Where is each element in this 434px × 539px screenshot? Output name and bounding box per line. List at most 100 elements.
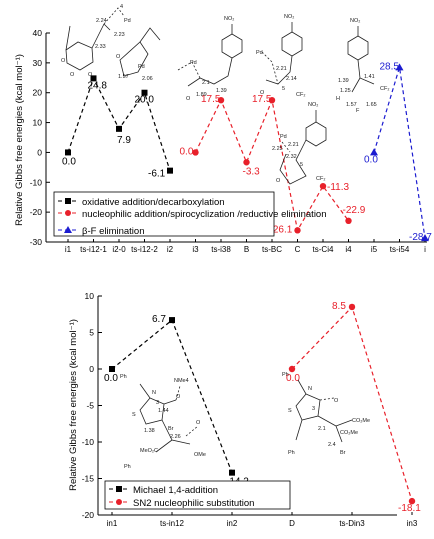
s6-d2: 1.41 bbox=[364, 74, 375, 80]
s6-d1: 1.39 bbox=[338, 78, 349, 84]
data-point bbox=[348, 303, 356, 311]
x-tick-label: i2 bbox=[167, 245, 174, 254]
x-tick-label: ts-Din3 bbox=[339, 519, 365, 528]
b-s1-o: O bbox=[176, 394, 181, 400]
y-tick-label: 30 bbox=[33, 58, 43, 68]
b-s1-ph1: Ph bbox=[120, 374, 127, 380]
s4-cf2: CF₂ bbox=[296, 92, 305, 98]
series-line bbox=[373, 67, 426, 239]
s6-h: H bbox=[336, 96, 340, 102]
s4-o: O bbox=[260, 90, 265, 96]
b-s1-ome: OMe bbox=[194, 452, 206, 458]
s4-d2: 2.14 bbox=[286, 76, 297, 82]
s1-d2: 2.23 bbox=[114, 32, 125, 38]
b-legend-marker-1 bbox=[116, 499, 122, 505]
x-tick-label: ts-i12-2 bbox=[131, 245, 158, 254]
data-label: -22.9 bbox=[343, 205, 366, 216]
series-line bbox=[67, 76, 171, 171]
y-tick-label: 0 bbox=[37, 147, 42, 157]
s5-cf2: CF₂ bbox=[316, 176, 325, 182]
data-point bbox=[319, 182, 327, 190]
b-s2-num: 3 bbox=[312, 406, 315, 412]
s6-no2: NO₂ bbox=[350, 18, 360, 24]
s4-no2: NO₂ bbox=[284, 14, 294, 20]
legend-marker-0 bbox=[65, 198, 71, 204]
y-tick-label: -10 bbox=[30, 177, 43, 187]
s1-o3: O bbox=[88, 72, 93, 78]
data-point bbox=[141, 89, 148, 96]
legend-label-2: β-F elimination bbox=[82, 226, 144, 237]
b-s1-n: N bbox=[152, 390, 156, 396]
data-label: 20.0 bbox=[135, 95, 155, 106]
bottom-legend: Michael 1,4-addition SN2 nucleophilic su… bbox=[104, 480, 291, 510]
data-point bbox=[345, 217, 352, 225]
data-label: -3.3 bbox=[243, 166, 261, 177]
y-tick-label: 20 bbox=[33, 88, 43, 98]
b-s1-meo2c: MeO₂C bbox=[140, 448, 158, 454]
b-s1-nme4: NMe4 bbox=[174, 378, 189, 384]
x-tick-label: i2-0 bbox=[112, 245, 126, 254]
data-point bbox=[217, 96, 225, 104]
b-s1-d2: 1.38 bbox=[144, 428, 155, 434]
data-label: 17.5 bbox=[252, 94, 272, 105]
data-point bbox=[90, 75, 97, 82]
y-tick-label: 40 bbox=[33, 28, 43, 38]
data-label: 8.5 bbox=[332, 301, 346, 312]
y-tick-label: 10 bbox=[85, 291, 95, 301]
s1-o1: O bbox=[61, 58, 66, 64]
y-tick-label: 5 bbox=[89, 328, 94, 338]
x-tick-label: i4 bbox=[345, 245, 352, 254]
data-point bbox=[65, 149, 71, 156]
data-point bbox=[169, 317, 175, 324]
data-label: -28.7 bbox=[409, 232, 432, 243]
s1-pd: Pd bbox=[124, 18, 131, 24]
data-point bbox=[268, 96, 276, 104]
b-s2-n: N bbox=[308, 386, 312, 392]
data-label: 28.5 bbox=[380, 61, 400, 72]
x-tick-label: ts-BC bbox=[262, 245, 282, 254]
x-tick-label: i3 bbox=[192, 245, 199, 254]
x-tick-label: ts-i54 bbox=[390, 245, 410, 254]
b-s2-co2me2: CO₂Me bbox=[340, 430, 358, 436]
top-y-axis-title: Relative Gibbs free energies (kcal mol⁻¹… bbox=[14, 54, 25, 226]
x-tick-label: i5 bbox=[371, 245, 378, 254]
s1-o2: O bbox=[70, 72, 75, 78]
x-tick-label: in3 bbox=[407, 519, 418, 528]
b-s2-o: O bbox=[334, 398, 339, 404]
s2-o: O bbox=[116, 54, 121, 60]
s5-d1: 2.25 bbox=[272, 146, 283, 152]
s6-d4: 1.57 bbox=[346, 102, 357, 108]
x-tick-label: ts-Ci4 bbox=[313, 245, 334, 254]
series-line bbox=[291, 305, 413, 502]
y-tick-label: -10 bbox=[82, 437, 95, 447]
b-s1-o2: O bbox=[196, 420, 201, 426]
s1-num: 4 bbox=[120, 4, 123, 10]
legend-marker-2 bbox=[64, 226, 72, 233]
x-tick-label: in1 bbox=[107, 519, 118, 528]
x-tick-label: ts-in12 bbox=[160, 519, 185, 528]
data-label: 0.0 bbox=[364, 154, 378, 165]
x-tick-label: ts-i12-1 bbox=[80, 245, 107, 254]
top-legend: oxidative addition/decarboxylation nucle… bbox=[53, 191, 327, 237]
x-tick-label: in2 bbox=[227, 519, 238, 528]
y-tick-label: -5 bbox=[86, 401, 94, 411]
s5-pd: Pd bbox=[280, 134, 287, 140]
x-tick-label: D bbox=[289, 519, 295, 528]
data-label: 7.9 bbox=[117, 135, 131, 146]
legend-label-0: oxidative addition/decarboxylation bbox=[82, 197, 225, 208]
data-point bbox=[395, 63, 404, 71]
b-s1-ph2: Ph bbox=[124, 464, 131, 470]
data-point bbox=[294, 227, 301, 234]
s5-d3: 2.32 bbox=[286, 154, 297, 160]
b-s1-br: Br bbox=[168, 426, 174, 432]
x-tick-label: ts-i38 bbox=[211, 245, 231, 254]
b-s1-d3: 2.26 bbox=[170, 434, 181, 440]
x-tick-label: i1 bbox=[65, 245, 72, 254]
b-legend-label-0: Michael 1,4-addition bbox=[133, 485, 218, 496]
y-tick-label: -30 bbox=[30, 237, 43, 247]
data-label: 0.0 bbox=[286, 373, 300, 384]
structure-ts-i12-2: O Pd 1.57 2.06 bbox=[116, 27, 161, 82]
y-tick-label: -20 bbox=[30, 207, 43, 217]
s2-d1: 1.57 bbox=[118, 74, 129, 80]
structure-ts-Din3: Ph Ph S N O CO₂Me CO₂Me Br 2.1 2.4 3 bbox=[282, 372, 370, 456]
